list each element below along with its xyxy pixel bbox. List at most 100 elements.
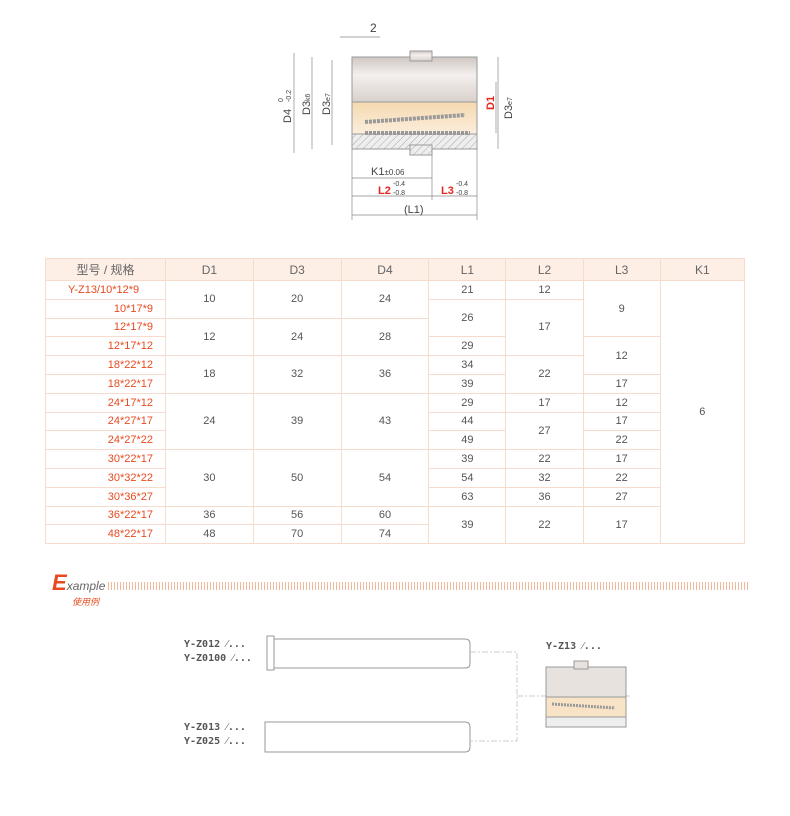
value-cell: 20	[252, 280, 342, 319]
column-header: L2	[505, 258, 584, 281]
value-cell: 17	[582, 505, 661, 545]
model-cell: 18*22*17	[45, 373, 166, 394]
model-cell: 12*17*12	[45, 336, 166, 357]
value-cell: 17	[582, 449, 661, 469]
example-initial: E	[52, 570, 67, 595]
value-cell: 9	[582, 279, 661, 338]
value-cell: 18	[165, 355, 254, 394]
value-cell: 17	[582, 411, 661, 432]
value-cell: 22	[505, 355, 584, 394]
value-cell: 32	[505, 467, 584, 488]
model-cell: 30*22*17	[45, 449, 166, 469]
example-subtitle: 使用例	[72, 597, 100, 607]
l2-tol-up: -0.4	[393, 181, 405, 188]
model-cell: 24*17*12	[45, 392, 166, 413]
l1-label: (L1)	[404, 204, 424, 216]
model-cell: 18*22*12	[45, 355, 166, 375]
value-cell: 54	[428, 467, 507, 488]
example-diagram	[264, 635, 630, 753]
value-cell: 21	[428, 280, 507, 300]
value-cell: 24	[252, 317, 342, 357]
bushing-label: Y-Z13 ⁄...	[546, 641, 602, 652]
model-cell: 30*32*22	[45, 467, 166, 488]
d4-tol-up: 0	[278, 98, 285, 102]
value-cell: 54	[340, 449, 430, 507]
value-cell: 36	[165, 505, 254, 526]
model-cell: 36*22*17	[45, 505, 166, 526]
pin1-body	[273, 638, 471, 669]
column-header: D3	[252, 258, 342, 281]
value-cell: 39	[252, 392, 342, 451]
column-header: L1	[428, 258, 507, 281]
value-cell: 24	[165, 392, 254, 451]
value-cell: 56	[252, 505, 342, 526]
value-cell: 27	[505, 411, 584, 451]
value-cell: 12	[582, 392, 661, 413]
l2-label: L2	[378, 185, 391, 197]
value-cell: 60	[340, 505, 430, 526]
value-cell: 29	[428, 336, 507, 357]
value-cell: 48	[165, 524, 254, 545]
column-header: D4	[340, 258, 430, 281]
l3-tol-up: -0.4	[456, 181, 468, 188]
example-word: xample	[66, 579, 106, 593]
value-cell: 12	[505, 280, 584, 300]
value-cell: 50	[252, 449, 342, 507]
value-cell: 12	[165, 317, 254, 357]
example-title: Example	[52, 572, 105, 597]
dim-2-label: 2	[370, 21, 377, 35]
column-header: L3	[582, 258, 661, 281]
value-cell: 34	[428, 355, 507, 375]
d3e7-label: D3e7	[321, 93, 333, 115]
value-cell: 70	[252, 524, 342, 545]
model-cell: 30*36*27	[45, 486, 166, 507]
l2-tol-low: -0.8	[393, 190, 405, 197]
pin1-head	[266, 635, 275, 671]
value-cell: 12	[582, 336, 661, 375]
value-cell: 43	[340, 392, 430, 451]
value-cell: 22	[505, 505, 584, 545]
model-cell: Y-Z13/10*12*9	[45, 280, 166, 300]
model-cell: 48*22*17	[45, 524, 166, 545]
value-cell: 17	[582, 373, 661, 394]
d4-label: D4	[282, 109, 294, 123]
value-cell: 6	[659, 279, 746, 545]
bushing-small	[545, 660, 627, 728]
value-cell: 49	[428, 430, 507, 451]
value-cell: 32	[252, 355, 342, 394]
pin2-body	[264, 721, 471, 753]
value-cell: 39	[428, 505, 507, 545]
d3k6-label: D3k6	[301, 93, 313, 115]
column-header: 型号 / 规格	[45, 258, 166, 281]
value-cell: 17	[505, 392, 584, 413]
value-cell: 22	[505, 449, 584, 469]
d4-tol-low: -0.2	[286, 90, 293, 102]
value-cell: 28	[340, 317, 430, 357]
value-cell: 36	[340, 355, 430, 394]
bushing-body	[351, 50, 478, 156]
table-row: 12*17*12 29 12	[45, 336, 745, 375]
pin1-label-a: Y-Z012 ⁄...	[184, 639, 246, 650]
d1-label: D1	[485, 96, 497, 110]
value-cell: 10	[165, 280, 254, 319]
value-cell: 22	[582, 467, 661, 488]
model-cell: 10*17*9	[45, 298, 166, 319]
value-cell: 39	[428, 449, 507, 469]
model-cell: 24*27*22	[45, 430, 166, 451]
value-cell: 36	[505, 486, 584, 507]
pin2-label-b: Y-Z025 ⁄...	[184, 736, 246, 747]
value-cell: 74	[340, 524, 430, 545]
value-cell: 30	[165, 449, 254, 507]
